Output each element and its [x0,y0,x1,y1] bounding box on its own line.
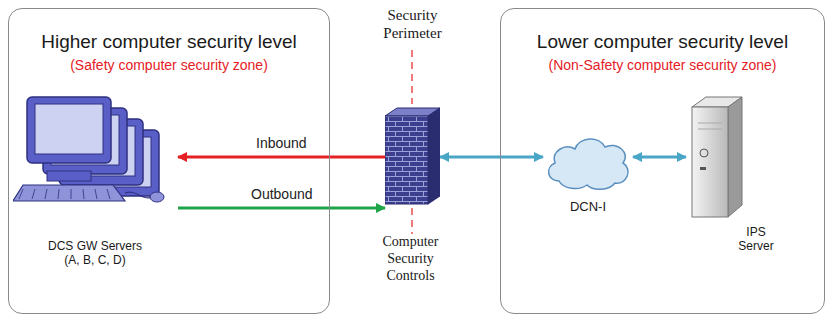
server-group: DCS GW Servers (A, B, C, D) [13,89,178,274]
security-zone: Lower computer security level (Non-Safety… [500,8,825,314]
edge-label: Outbound [248,186,316,202]
node-label: Security Perimeter [365,6,460,42]
server: IPS Server [686,93,781,268]
node-label: Lower computer security level [501,31,824,54]
node-label: (Non-Safety computer security zone) [501,57,824,74]
connector-arrow [178,207,385,210]
computer-icon [13,89,178,239]
node-label: Higher computer security level [9,31,329,54]
connector-arrow [440,156,543,159]
cloud-icon [543,129,633,195]
perimeter-line [411,50,412,104]
connector-arrow [633,156,686,159]
node-label: IPS Server [731,225,781,254]
firewall: Security PerimeterComputer Security Cont… [385,106,440,206]
connector-arrow [178,156,385,159]
security-zone: Higher computer security level (Safety co… [8,8,330,314]
network-cloud: DCN-I [543,129,633,221]
edge-label: Inbound [253,135,310,151]
node-label: (Safety computer security zone) [9,57,329,74]
server-icon [686,93,746,223]
node-label: Computer Security Controls [363,234,458,284]
perimeter-line [411,208,412,234]
firewall-icon [385,106,440,206]
node-label: DCN-I [543,199,633,215]
node-label: DCS GW Servers (A, B, C, D) [39,239,151,268]
